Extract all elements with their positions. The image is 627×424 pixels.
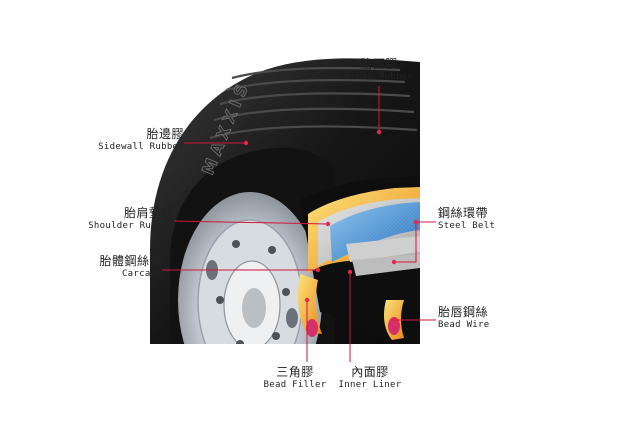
cutaway-section bbox=[298, 176, 420, 344]
leader-shoulder bbox=[173, 220, 329, 225]
inner-liner-en: Inner Liner bbox=[338, 379, 402, 390]
tread-grooves bbox=[209, 66, 418, 140]
label-carcass: 胎體鋼絲層 Carcass bbox=[86, 254, 162, 279]
label-inner-liner: 內面膠 Inner Liner bbox=[334, 365, 406, 390]
tire-image: MAXXIS bbox=[150, 58, 420, 344]
bead-wire-cn: 胎唇鋼絲 bbox=[438, 305, 489, 319]
label-bead-filler: 三角膠 Bead Filler bbox=[262, 365, 328, 390]
label-sidewall-rubber: 胎邊膠 Sidewall Rubber bbox=[92, 127, 184, 152]
wheel-rim bbox=[178, 192, 322, 344]
carcass-en: Carcass bbox=[121, 268, 162, 279]
label-steel-belt: 鋼絲環帶 Steel Belt bbox=[438, 206, 508, 231]
bead-filler-en: Bead Filler bbox=[263, 379, 327, 390]
label-shoulder-rubber: 胎肩墊膠 Shoulder Rubber bbox=[84, 206, 174, 231]
sidewall-rubber-en: Sidewall Rubber bbox=[98, 141, 184, 152]
label-bead-wire: 胎唇鋼絲 Bead Wire bbox=[438, 305, 508, 330]
carcass-cn: 胎體鋼絲層 bbox=[99, 254, 162, 268]
inner-liner-cn: 內面膠 bbox=[351, 365, 389, 379]
tread-rubber-en: Tread Rubber bbox=[344, 71, 414, 82]
bead-filler-cn: 三角膠 bbox=[276, 365, 314, 379]
bead-wire-en: Bead Wire bbox=[438, 319, 490, 330]
steel-belt-en: Steel Belt bbox=[438, 220, 496, 231]
tread-rubber-cn: 胎面膠 bbox=[360, 57, 398, 71]
shoulder-rubber-cn: 胎肩墊膠 bbox=[123, 206, 174, 220]
label-tread-rubber: 胎面膠 Tread Rubber bbox=[343, 57, 415, 82]
shoulder-rubber-en: Shoulder Rubber bbox=[88, 220, 174, 231]
leader-steel-belt bbox=[394, 221, 436, 263]
leader-lines bbox=[162, 86, 436, 362]
steel-belt-cn: 鋼絲環帶 bbox=[438, 206, 489, 220]
sidewall-rubber-cn: 胎邊膠 bbox=[146, 127, 184, 141]
leader-dots bbox=[243, 129, 419, 323]
